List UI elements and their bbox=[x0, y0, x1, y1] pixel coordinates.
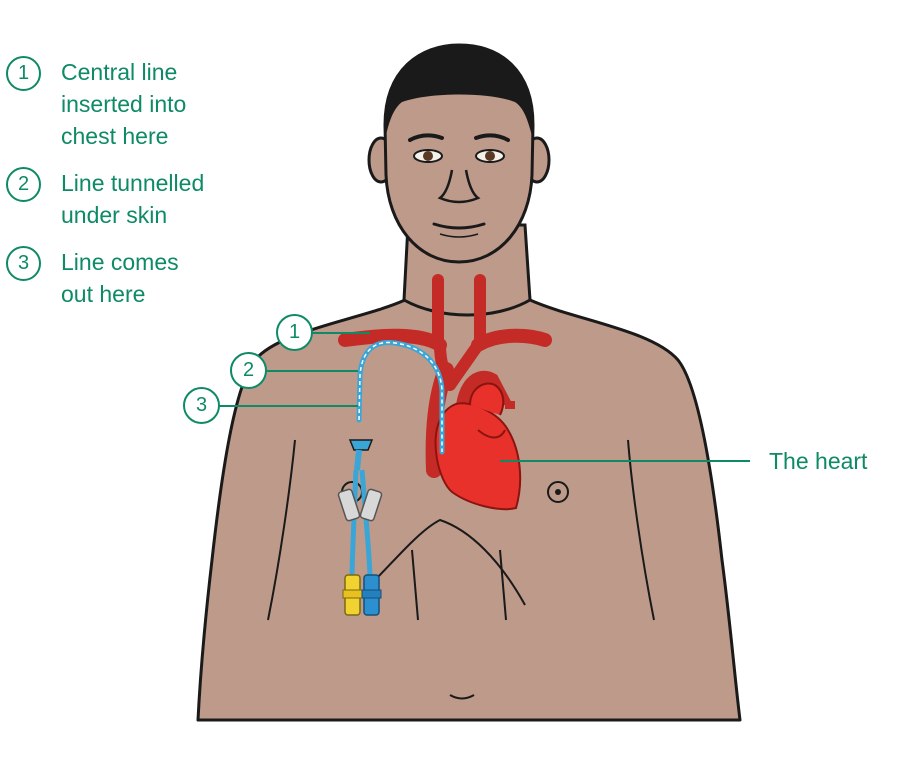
callout-2: 2 bbox=[230, 352, 267, 389]
heart bbox=[434, 402, 522, 511]
legend-item-3: 3 Line comes out here bbox=[6, 246, 256, 310]
subclavian-vein-right bbox=[471, 328, 552, 352]
subclavian-vein-left bbox=[338, 328, 447, 352]
callout-3: 3 bbox=[183, 387, 220, 424]
legend-number-1: 1 bbox=[6, 56, 41, 91]
clamp-right bbox=[359, 488, 383, 522]
right-eyebrow bbox=[474, 133, 510, 142]
legend-item-1: 1 Central line inserted into chest here bbox=[6, 56, 256, 152]
legend-text-2: Line tunnelled under skin bbox=[61, 170, 205, 228]
legend-item-2: 2 Line tunnelled under skin bbox=[6, 167, 256, 231]
right-nipple bbox=[547, 481, 569, 503]
ribcage-line bbox=[374, 518, 526, 606]
lumen-left bbox=[349, 469, 359, 581]
callout-1: 1 bbox=[276, 314, 313, 351]
navel bbox=[449, 694, 475, 700]
nose bbox=[437, 169, 481, 204]
legend-text-3: Line comes out here bbox=[61, 249, 179, 307]
legend: 1 Central line inserted into chest here … bbox=[6, 56, 256, 325]
clamp-left bbox=[337, 488, 361, 522]
pulmonary-artery bbox=[469, 382, 505, 416]
line-hub bbox=[348, 439, 374, 451]
legend-number-2: 2 bbox=[6, 167, 41, 202]
right-arm-line bbox=[627, 439, 655, 621]
lumen-right bbox=[359, 469, 373, 581]
legend-number-3: 3 bbox=[6, 246, 41, 281]
mouth bbox=[432, 222, 486, 230]
hair bbox=[384, 45, 535, 140]
legend-text-1: Central line inserted into chest here bbox=[61, 59, 187, 149]
superior-vena-cava bbox=[425, 362, 454, 478]
heart-label: The heart bbox=[769, 448, 868, 474]
left-arm-line bbox=[267, 439, 296, 621]
left-eyebrow bbox=[408, 133, 444, 142]
